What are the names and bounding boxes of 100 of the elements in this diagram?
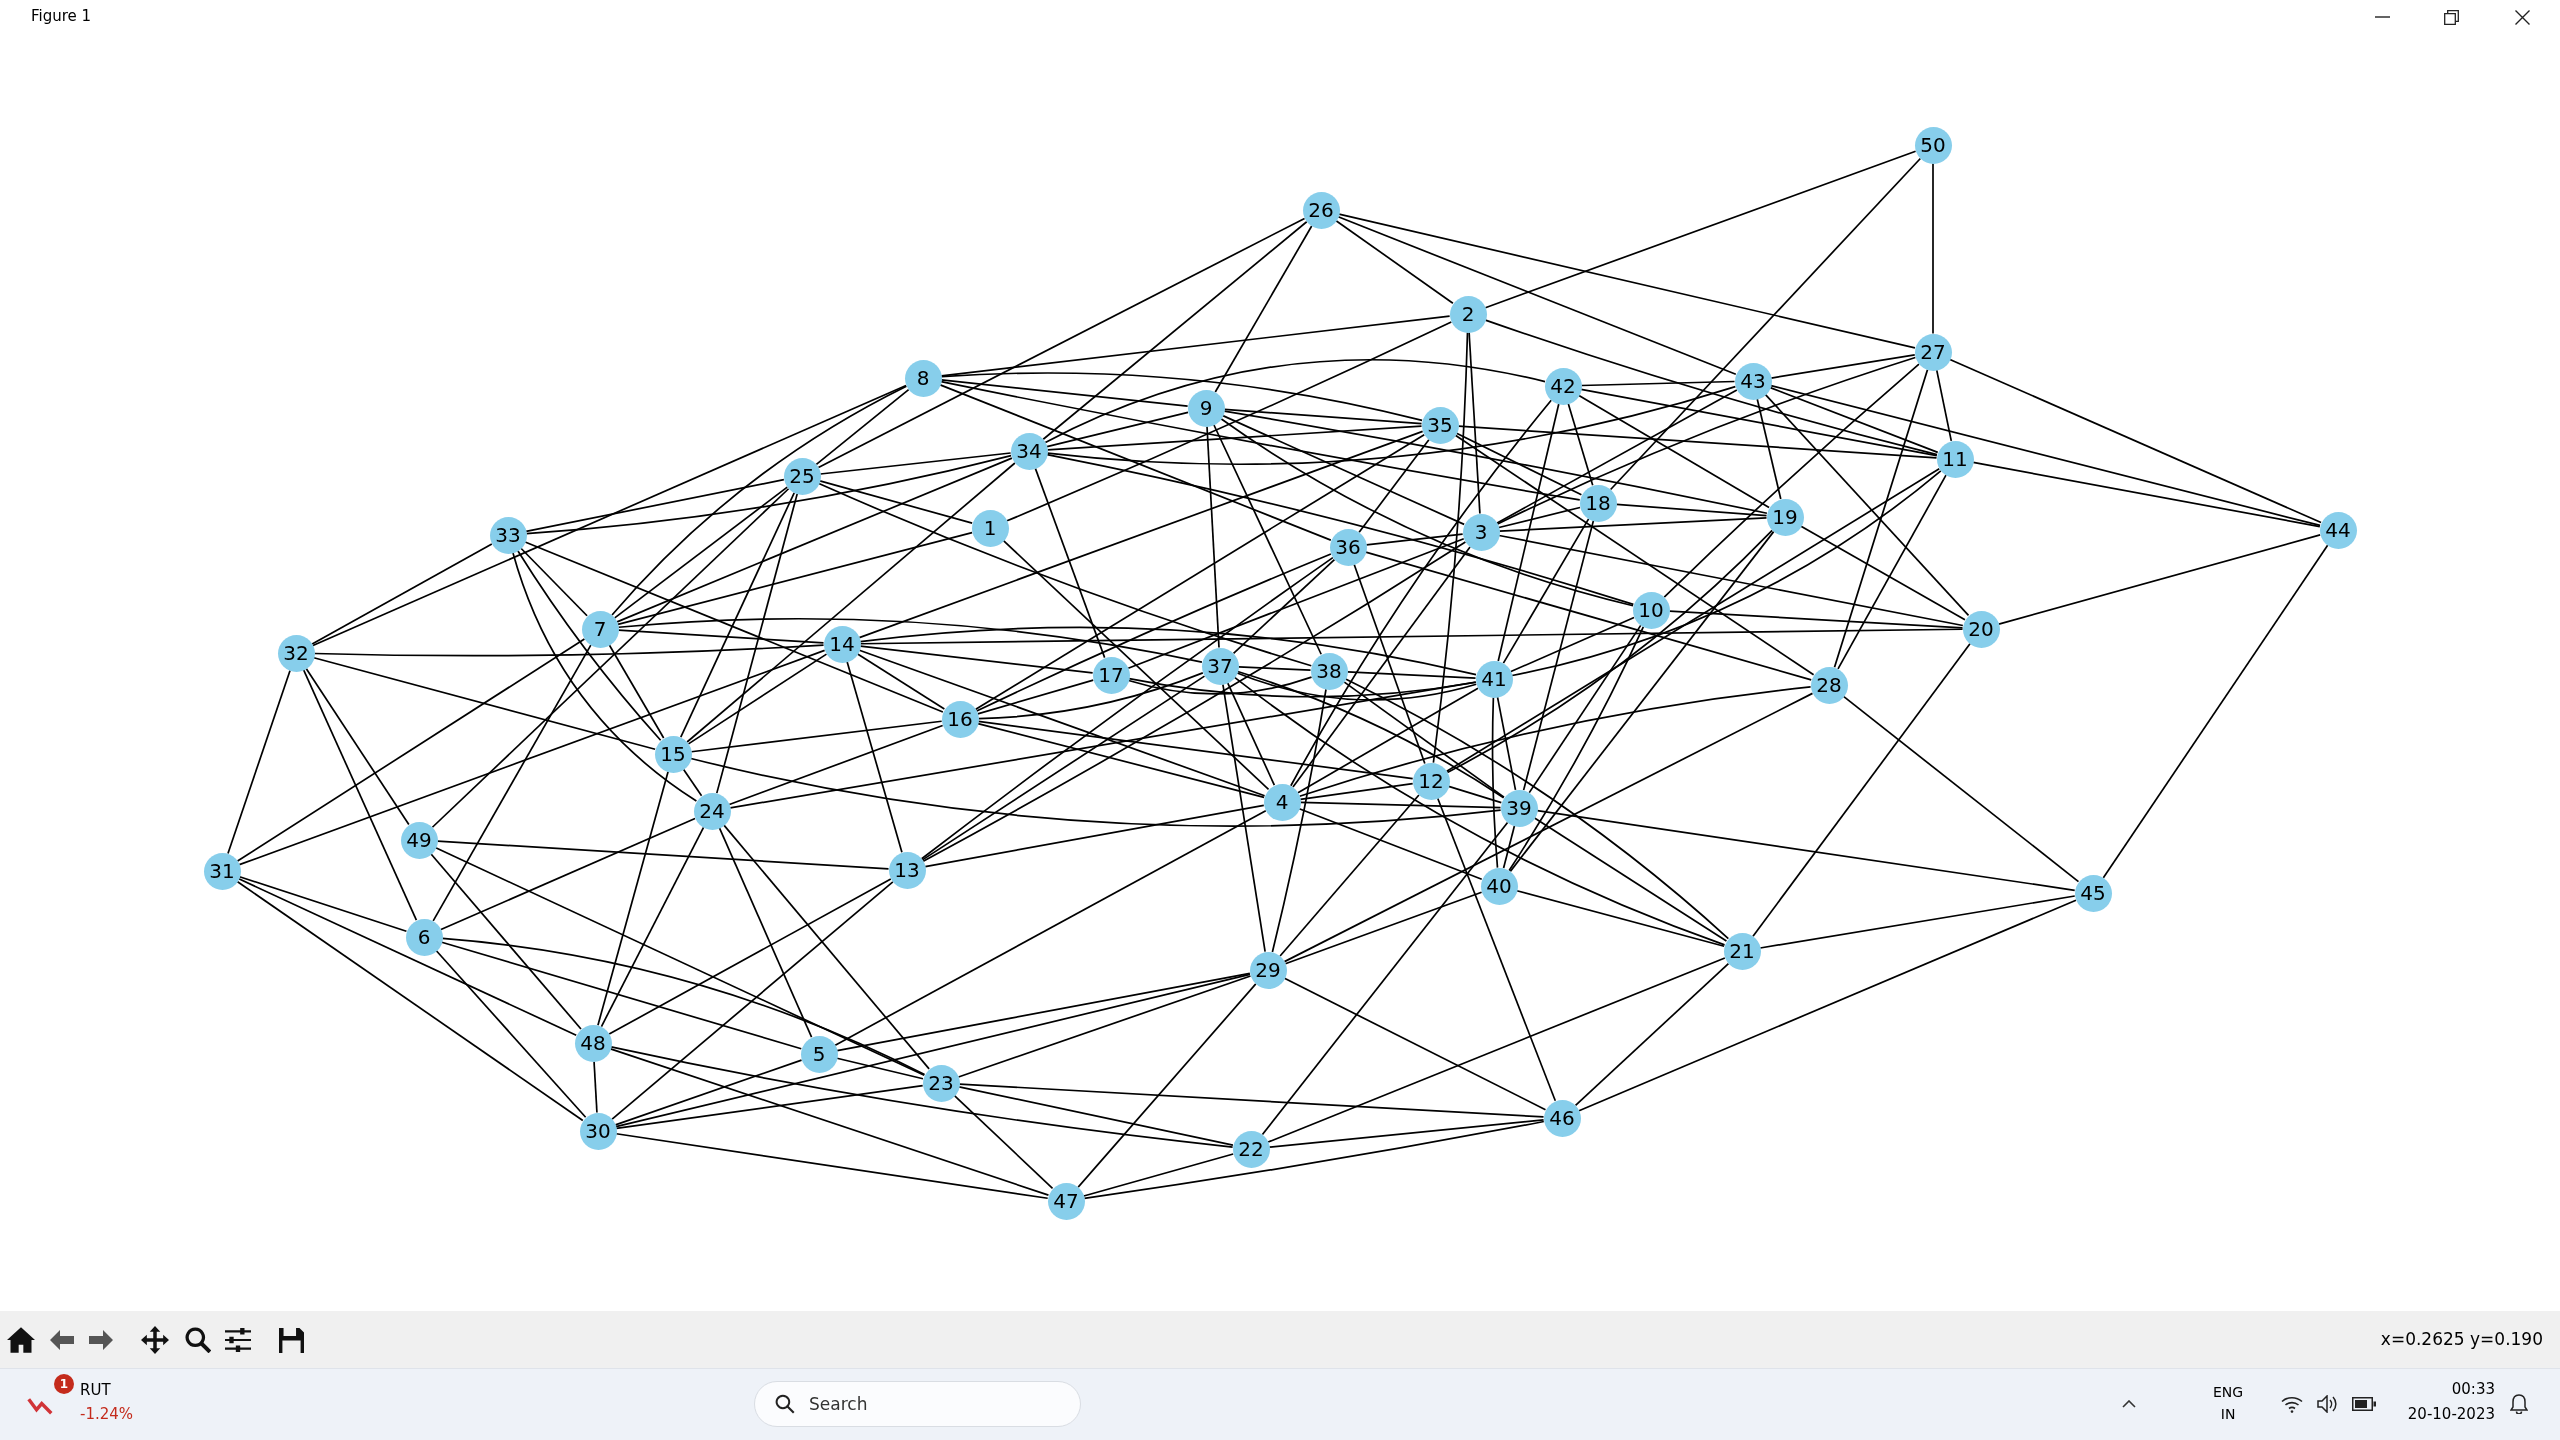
edge-line [305, 667, 410, 826]
edge-line [1454, 434, 1815, 676]
edge-line [1206, 425, 1220, 649]
edge-line [1279, 794, 1420, 957]
graph-node: 23 [922, 1064, 960, 1102]
edge-line [600, 826, 705, 1028]
edge-line [682, 768, 703, 797]
edge-line [940, 315, 1451, 377]
window-title: Figure 1 [31, 7, 92, 25]
edge-line [1233, 676, 1726, 946]
edge-line [1042, 220, 1308, 441]
edge-line [1222, 414, 1465, 526]
edge-line [859, 645, 1094, 674]
edge-line [1358, 438, 1430, 534]
edge-line [1496, 696, 1517, 791]
edge-line [1237, 666, 1312, 671]
graph-node: 30 [579, 1112, 617, 1150]
graph-node: 19 [1766, 498, 1804, 536]
graph-node: 42 [1544, 367, 1582, 405]
edge-line [608, 878, 892, 1035]
edge-line [1972, 461, 2321, 528]
edge-line [312, 384, 907, 647]
graph-node: 18 [1579, 484, 1617, 522]
graph-node: 25 [783, 457, 821, 495]
graph-node: 20 [1962, 610, 2000, 648]
edge-line [1299, 782, 1414, 801]
edge-line [1236, 672, 1478, 701]
edge-line [1770, 354, 1916, 379]
edge-line [939, 384, 1332, 541]
edge-line [815, 388, 910, 466]
edge-line [430, 853, 582, 1030]
graph-node: 35 [1421, 406, 1459, 444]
edge-line [1998, 534, 2321, 625]
edge-line [614, 1059, 803, 1126]
edge-line [616, 457, 1013, 623]
edge-line [1268, 1119, 1545, 1148]
edge-line [1364, 551, 1813, 681]
edge-line [1290, 399, 1553, 787]
edge-line [2102, 544, 2329, 879]
edge-line [512, 552, 698, 802]
edge-line [715, 493, 799, 794]
edge-line [440, 941, 803, 1050]
edge-line [921, 675, 1206, 861]
graph-node: 41 [1475, 660, 1513, 698]
edge-line [1297, 687, 1479, 794]
graph-node: 17 [1092, 656, 1130, 694]
edge-line [436, 840, 890, 870]
edge-line [859, 628, 1964, 645]
edge-line [313, 656, 656, 751]
edge-line [611, 881, 894, 1120]
graph-node: 49 [400, 821, 438, 859]
graph-node: 7 [581, 610, 619, 648]
edge-line [615, 1132, 1049, 1200]
edge-line [435, 949, 587, 1119]
edge-line [613, 486, 789, 619]
graph-node: 34 [1010, 432, 1048, 470]
graph-node: 22 [1232, 1130, 1270, 1168]
edge-line [617, 629, 825, 644]
graph-node: 44 [2319, 511, 2357, 549]
edge-line [924, 804, 1265, 868]
edge-line [1213, 423, 1322, 656]
price-change: -1.24% [80, 1405, 134, 1423]
edge-line [1484, 150, 1917, 309]
edge-line [237, 877, 578, 1037]
clock-time: 00:33 [2450, 1380, 2495, 1398]
edge-line [1580, 388, 1938, 457]
graph-node: 32 [277, 634, 315, 672]
edge-line [1578, 394, 1770, 509]
edge-line [1509, 530, 1775, 873]
graph-node: 13 [888, 851, 926, 889]
edge-line [718, 827, 813, 1038]
edge-line [1127, 537, 1465, 670]
edge-line [1663, 363, 1920, 598]
clock-date: 20-10-2023 [2406, 1405, 2495, 1423]
edge-line [1226, 682, 1276, 786]
edge-line [1502, 825, 1516, 869]
graph-node: 26 [1302, 191, 1340, 229]
graph-node: 48 [574, 1024, 612, 1062]
edge-line [1522, 520, 1595, 791]
edge-line [1567, 402, 1594, 487]
edge-line [1006, 321, 1453, 522]
edge-line [1949, 358, 2322, 524]
edge-line [1337, 215, 1737, 376]
edge-line [817, 217, 1306, 469]
edge-line [1502, 518, 1590, 664]
edge-line [690, 720, 943, 753]
graph-node: 15 [654, 735, 692, 773]
edge-line [1769, 386, 1939, 454]
edge-line [1498, 534, 1964, 627]
edge-line [615, 1084, 924, 1130]
graph-node: 28 [1810, 666, 1848, 704]
edge-line [238, 649, 826, 866]
graph-node: 12 [1412, 762, 1450, 800]
graph-node: 38 [1310, 652, 1348, 690]
edge-line [1298, 686, 1812, 798]
edge-line [1046, 453, 1635, 606]
graph-node: 1 [971, 509, 1009, 547]
graph-node: 2 [1449, 295, 1487, 333]
edge-line [1236, 670, 1505, 799]
edge-line [1044, 358, 1546, 444]
